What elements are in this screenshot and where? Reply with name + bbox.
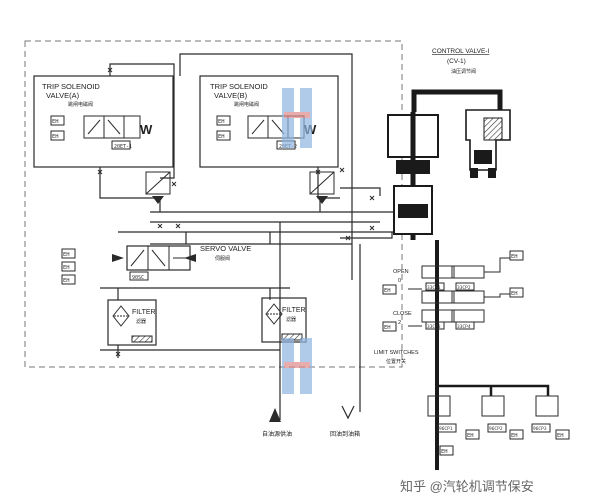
eh-plugs: EH EH EH EH EH EH EH EH EH EH EH EH EH E… [50,115,570,456]
supply-arrow-icon [269,408,281,422]
svg-text:EH: EH [384,288,391,294]
limit-switches-cn: 位置开关 [386,358,406,365]
filter-left-cn: 滤器 [136,318,146,325]
eh-plug-12-icon: EH [465,429,480,440]
svg-text:EH: EH [218,119,225,125]
svg-text:W: W [140,122,153,137]
servo-cn: 伺服阀 [215,255,230,262]
svg-text:EH: EH [218,134,225,140]
limit-switches-label: LIMIT SWITCHES [374,350,419,356]
limit-switch-column: OPEN 0 CLOSE 2 LIMIT SWITCHES 位置开关 33CP1… [374,240,510,470]
eh-plug-4-icon: EH [216,130,231,141]
svg-text:EH: EH [52,134,59,140]
limit-open-label: OPEN [393,269,409,275]
eh-plug-8-icon: EH [382,284,397,295]
junction-marks [97,67,375,357]
check-valve-b-icon [309,171,335,204]
trip-a-tag: 20ET-1 [114,144,132,150]
trip-a-line1: TRIP SOLENOID [42,82,100,91]
svg-text:EH: EH [441,449,448,455]
supply-label: 自油源供油 [262,430,292,438]
svg-text:EH: EH [384,325,391,331]
servo-tag: 90SC [132,275,144,281]
servo-valve: SERVO VALVE 伺服阀 90SC [112,244,251,281]
limit-close-label: CLOSE [393,311,412,317]
check-valve-a-icon [145,171,171,204]
trip-a-line2: VALVE(A) [46,91,80,100]
return-arrow-icon [341,405,355,420]
limit-tag-2: 33CP2 [457,285,471,291]
he-logo-icon [282,88,312,394]
trip-b-cn: 跳闸电磁阀 [234,101,259,108]
eh-plug-13-icon: EH [509,429,524,440]
svg-text:EH: EH [511,291,518,297]
svg-text:EH: EH [511,433,518,439]
filter-right: FILTER 滤器 [261,297,307,343]
svg-text:EH: EH [557,433,564,439]
tx-tag-3: 96CP3 [533,426,547,432]
filter-right-cn: 滤器 [286,316,296,323]
filter-right-label: FILTER [282,307,306,314]
transmitter-branch: 96CP1 96CP2 96CP3 [427,378,559,433]
watermark-text: 知乎 @汽轮机调节保安 [400,479,534,494]
limit-tag-1: 33CP1 [427,285,441,291]
svg-text:EH: EH [63,278,70,284]
trip-b-line1: TRIP SOLENOID [210,82,268,91]
filter-left: FILTER 滤器 [107,299,157,346]
piping-lines [99,53,407,420]
tx-tag-2: 96CP2 [489,426,503,432]
eh-plug-2-icon: EH [50,130,65,141]
eh-plug-7-icon: EH [61,274,76,285]
svg-text:EH: EH [63,252,70,258]
tx-tag-1: 96CP1 [439,426,453,432]
eh-plug-15-icon: EH [439,445,454,456]
limit-tag-4: 33CP4 [457,324,471,330]
cv-tag: (CV-1) [447,58,466,65]
eh-plug-5-icon: EH [61,248,76,259]
servo-label: SERVO VALVE [200,244,251,253]
cv-cn: 油压调节阀 [451,68,476,75]
eh-plug-9-icon: EH [382,321,397,332]
cv-title: CONTROL VALVE-I [432,48,490,55]
svg-text:EH: EH [511,254,518,260]
limit-tag-3: 33CP3 [427,324,441,330]
svg-text:EH: EH [63,265,70,271]
eh-plug-10-icon: EH [509,250,524,261]
control-valve: CONTROL VALVE-I (CV-1) 油压调节阀 [387,48,511,240]
trip-solenoid-a: TRIP SOLENOID VALVE(A) 跳闸电磁阀 W 20ET-1 [33,75,174,168]
svg-text:EH: EH [467,433,474,439]
limit-close-pos: 2 [398,320,401,326]
eh-plug-3-icon: EH [216,115,231,126]
eh-plug-14-icon: EH [555,429,570,440]
svg-text:EH: EH [52,119,59,125]
eh-plug-11-icon: EH [509,287,524,298]
filter-left-label: FILTER [132,309,156,316]
trip-a-cn: 跳闸电磁阀 [68,101,93,108]
trip-b-line2: VALVE(B) [214,91,248,100]
limit-open-pos: 0 [398,278,401,284]
eh-plug-6-icon: EH [61,261,76,272]
return-label: 回油到油箱 [330,430,360,438]
eh-plug-1-icon: EH [50,115,65,126]
trip-a-valve-body-icon: W [83,115,153,139]
